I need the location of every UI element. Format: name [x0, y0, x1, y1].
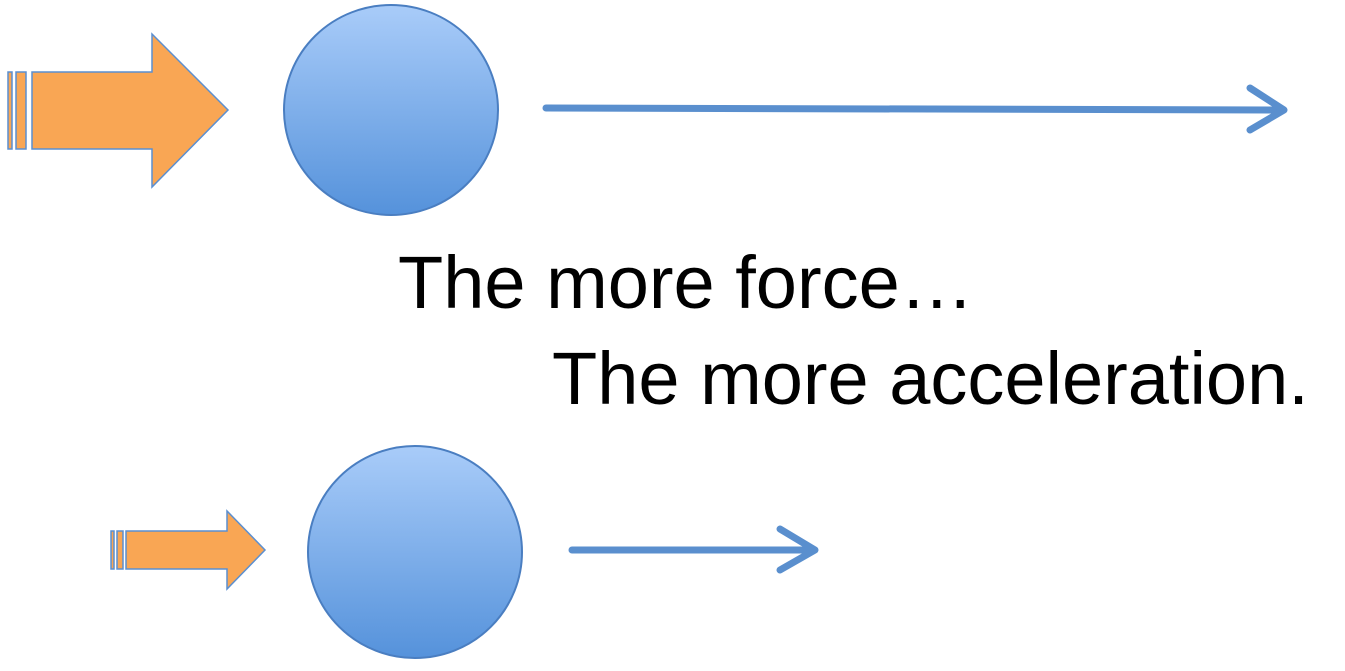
force-arrow-tail-bar: [15, 71, 27, 150]
force-arrow-body: [125, 509, 267, 591]
acceleration-arrow-head: [776, 525, 819, 574]
small-acceleration-arrow: [568, 525, 819, 574]
ball: [283, 4, 499, 216]
large-acceleration-arrow: [542, 84, 1288, 134]
acceleration-arrow-head: [1246, 84, 1288, 134]
large-force-arrow: [7, 32, 230, 189]
acceleration-arrow-shaft: [542, 104, 1282, 114]
scene-large-force: [7, 4, 1288, 216]
force-arrow-tail-bar: [110, 530, 115, 570]
caption-more-force: The more force…: [398, 241, 974, 324]
small-force-arrow: [110, 509, 267, 591]
force-arrow-body: [31, 32, 230, 189]
ball: [307, 445, 523, 659]
force-arrow-tail-bar: [116, 530, 124, 570]
scene-small-force: [110, 445, 819, 659]
force-arrow-tail-bar: [7, 71, 13, 150]
caption-more-acceleration: The more acceleration.: [552, 337, 1309, 420]
